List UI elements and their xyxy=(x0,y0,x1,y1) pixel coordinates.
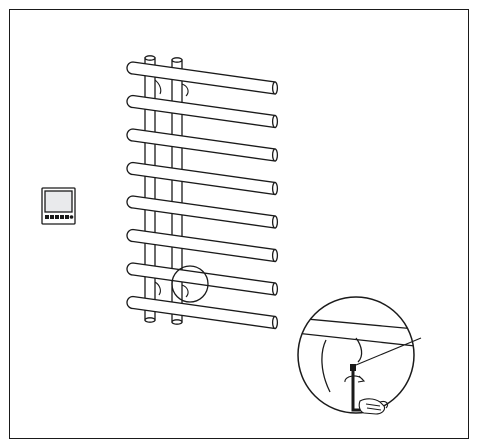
horizontal-rails xyxy=(126,61,279,330)
detail-view xyxy=(297,296,422,415)
detail-circle xyxy=(297,296,415,414)
rail-1 xyxy=(126,61,279,95)
magnifier-circle-icon xyxy=(171,265,209,303)
pipe-brackets xyxy=(154,79,189,298)
right-pipe xyxy=(171,57,183,325)
thermostat-buttons xyxy=(45,215,74,219)
rail-4 xyxy=(126,161,279,196)
rail-8 xyxy=(126,295,279,330)
vertical-pipes xyxy=(144,55,183,325)
hand-icon xyxy=(358,398,389,415)
rail-2 xyxy=(126,94,279,129)
rail-3 xyxy=(126,128,279,162)
rail-6 xyxy=(126,228,279,263)
rotation-arrow-icon xyxy=(344,375,366,383)
detail-leader-line xyxy=(355,337,422,366)
left-pipe xyxy=(144,55,156,323)
wall-thermostat-icon xyxy=(41,187,76,225)
rail-5 xyxy=(126,195,279,229)
rail-7 xyxy=(126,262,279,296)
